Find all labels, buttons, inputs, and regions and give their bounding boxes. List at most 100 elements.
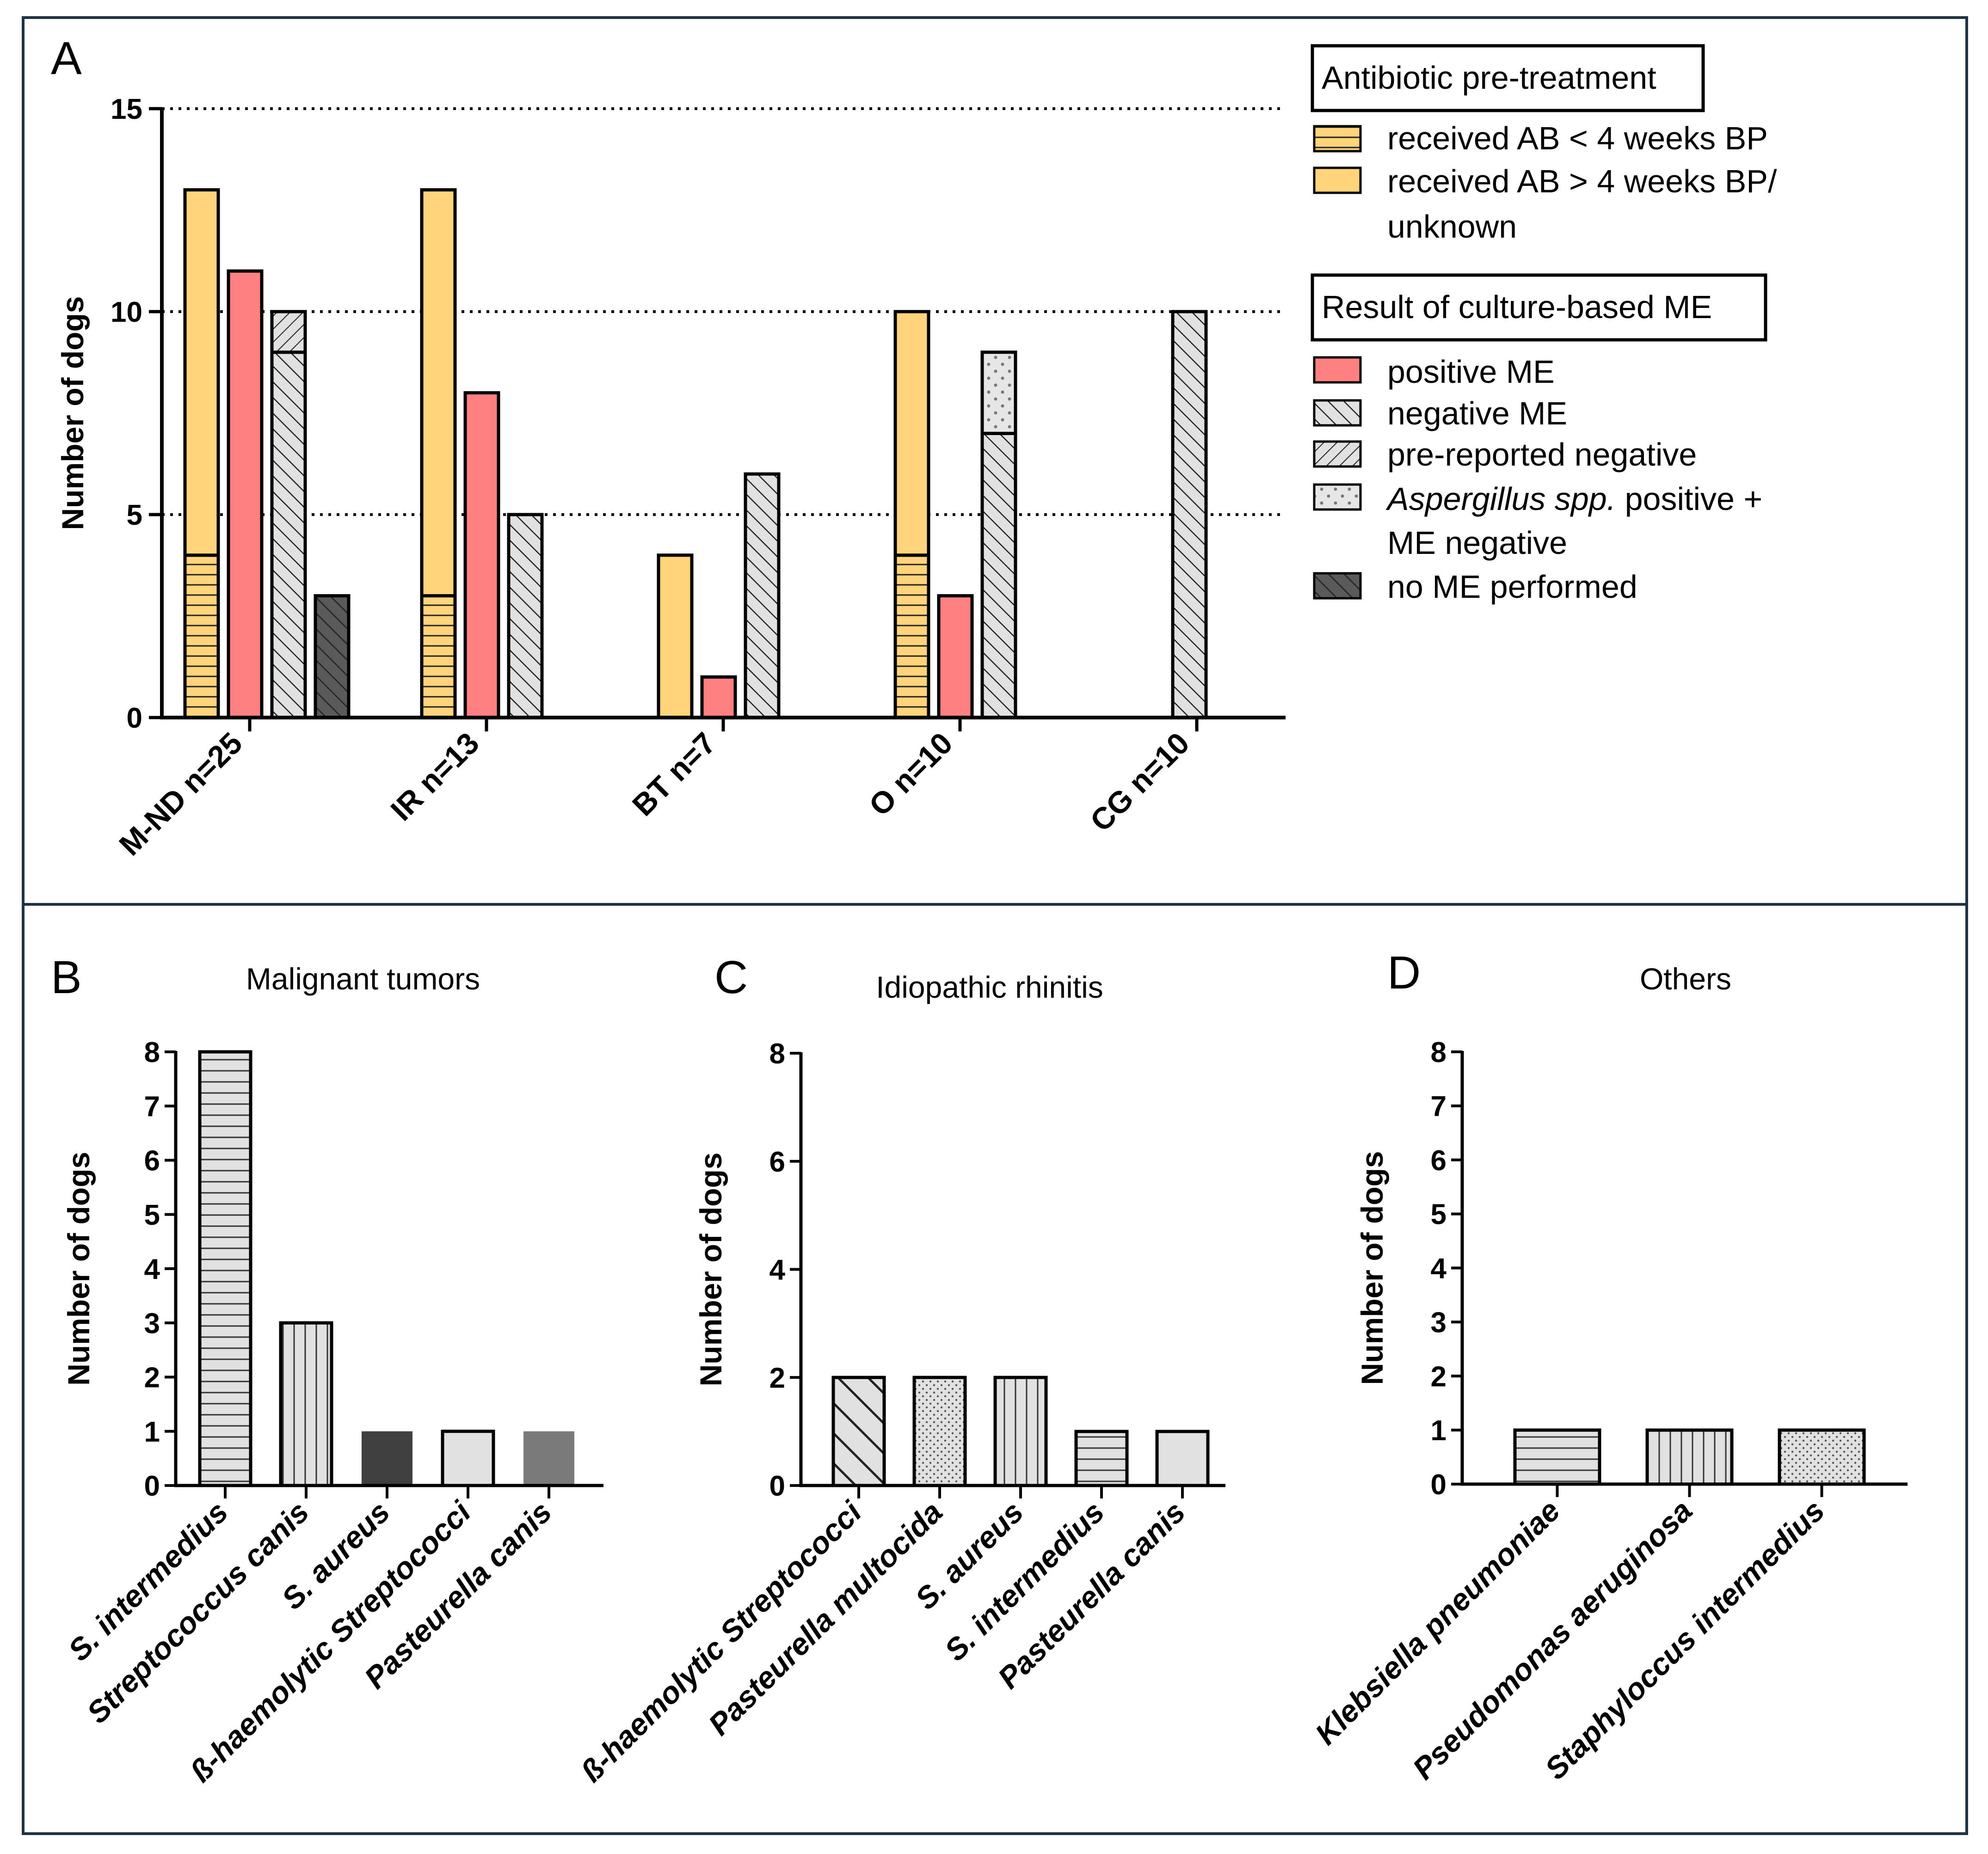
chart-title: Idiopathic rhinitis [876,970,1103,1004]
legend-swatch-no-me [1313,572,1362,600]
bar-m-nd-n-25-negative-diag [270,350,307,719]
bar-o-n-10-antibiotic-yellow-hstripe [893,553,930,719]
y-axis-label: Number of dogs [62,1152,96,1386]
legend-label-aspergillus-rest: positive + [1616,481,1762,517]
legend-swatch-positive [1313,356,1362,384]
y-tick-label: 3 [144,1308,160,1339]
panel-letter-d: D [1387,947,1421,999]
bar-pasteurella-canis [523,1431,574,1486]
y-tick-label: 0 [769,1470,785,1502]
bar-ir-n-13-antibiotic-yellow-hstripe [420,594,457,719]
y-tick-label: 6 [1431,1145,1446,1177]
bar-o-n-10-positive-red [937,594,974,719]
y-axis-label: Number of dogs [694,1153,728,1387]
legend-label-ab-gt4-line2: unknown [1387,209,1517,245]
legend-me-title-box [1311,273,1767,342]
y-tick-label: 7 [1431,1091,1446,1123]
y-tick-label: 5 [1431,1199,1446,1231]
y-tick-label: 0 [1431,1469,1446,1501]
bar-klebsiella-pneumoniae [1513,1428,1601,1486]
y-tick-label: 8 [769,1038,785,1070]
panel-letter-b: B [51,952,82,1003]
y-tick-label: 2 [144,1362,160,1394]
bar-s-aureus [993,1375,1048,1487]
y-axis-label: Number of dogs [1355,1151,1389,1385]
frame-panels-bcd [22,903,1968,1835]
legend-ab-title-box [1311,44,1705,112]
bar-streptococcus-canis [279,1321,333,1487]
y-tick-label: 4 [144,1253,160,1285]
bar-bt-n-7-positive-red [700,675,737,719]
legend-label-prereported: pre-reported negative [1387,436,1697,473]
x-tick-label: IR n=13 [384,726,486,828]
bar-staphyloccus-intermedius [1778,1428,1866,1486]
legend-me-title: Result of culture-based ME [1322,289,1712,325]
legend-label-ab-gt4-line1: received AB > 4 weeks BP/ [1387,163,1777,199]
legend-label-aspergillus: Aspergillus spp. positive + [1385,481,1762,517]
legend-label-ab-lt4: received AB < 4 weeks BP [1387,120,1768,156]
y-tick-label: 8 [1431,1037,1446,1068]
x-tick-label: Staphyloccus intermedius [1538,1493,1831,1786]
bar-o-n-10-negative-diag [980,431,1017,719]
y-tick-label: 7 [144,1091,160,1123]
x-tick-label: BT n=7 [626,726,722,823]
y-tick-label: 5 [144,1199,160,1231]
y-axis-label: Number of dogs [55,296,90,530]
y-tick-label: 15 [111,93,142,125]
bar-o-n-10-negative-dots [980,350,1017,435]
legend-swatch-aspergillus [1313,483,1362,511]
bar-haemolytic-streptococci [441,1430,495,1487]
chart-title: Malignant tumors [246,962,480,996]
bar-o-n-10-antibiotic-yellow [893,310,930,557]
bar-bt-n-7-antibiotic-yellow [657,553,694,719]
bar-s-intermedius [1074,1430,1129,1487]
legend-label-aspergillus-italic: Aspergillus spp. [1385,481,1616,517]
y-tick-label: 0 [127,702,142,734]
y-tick-label: 1 [144,1416,160,1448]
bar-m-nd-n-25-antibiotic-yellow [183,188,220,557]
y-tick-label: 6 [769,1146,785,1178]
bar-bt-n-7-negative-diag [744,472,781,719]
legend-ab-title: Antibiotic pre-treatment [1322,60,1656,96]
legend-swatch-negative [1313,399,1362,427]
x-tick-label: M-ND n=25 [112,726,249,862]
bar-m-nd-n-25-negative-diag-back [270,310,307,354]
y-tick-label: 4 [769,1254,786,1286]
bar-ir-n-13-negative-diag [507,513,544,719]
legend-label-no-me: no ME performed [1387,569,1637,605]
bar-pasteurella-multocida [912,1375,967,1487]
y-tick-label: 6 [144,1145,160,1177]
y-tick-label: 10 [111,296,142,328]
bar-pseudomonas-aeruginosa [1645,1428,1734,1486]
y-tick-label: 8 [144,1037,160,1068]
bar-pasteurella-canis [1155,1430,1210,1487]
panel-letter-c: C [714,952,748,1003]
y-tick-label: 0 [144,1470,160,1502]
y-tick-label: 4 [1431,1253,1447,1285]
legend-label-positive: positive ME [1387,354,1555,390]
bar-haemolytic-streptococci [831,1375,886,1487]
panel-letter-a: A [51,32,82,84]
bar-s-aureus [362,1431,412,1486]
bar-cg-n-10-negative-diag [1171,310,1208,719]
bar-ir-n-13-antibiotic-yellow [420,188,457,598]
legend-label-aspergillus-line2: ME negative [1387,525,1567,561]
x-tick-label: Pseudomonas aeruginosa [1406,1493,1699,1786]
legend-label-negative: negative ME [1387,395,1567,431]
bar-m-nd-n-25-positive-red [227,269,264,719]
legend-swatch-prereported [1313,440,1362,468]
legend-swatch-ab-gt4 [1313,166,1362,194]
x-tick-label: Klebsiella pneumoniae [1308,1493,1566,1751]
bar-m-nd-n-25-none-dark-diag [314,594,351,719]
y-tick-label: 5 [127,499,142,531]
y-tick-label: 2 [1431,1361,1446,1393]
legend-me-result: Result of culture-based ME positive ME n… [1311,273,1767,605]
legend-swatch-ab-lt4 [1313,125,1362,153]
x-tick-label: O n=10 [862,726,959,823]
bar-s-intermedius [198,1050,252,1487]
y-tick-label: 1 [1431,1415,1446,1447]
